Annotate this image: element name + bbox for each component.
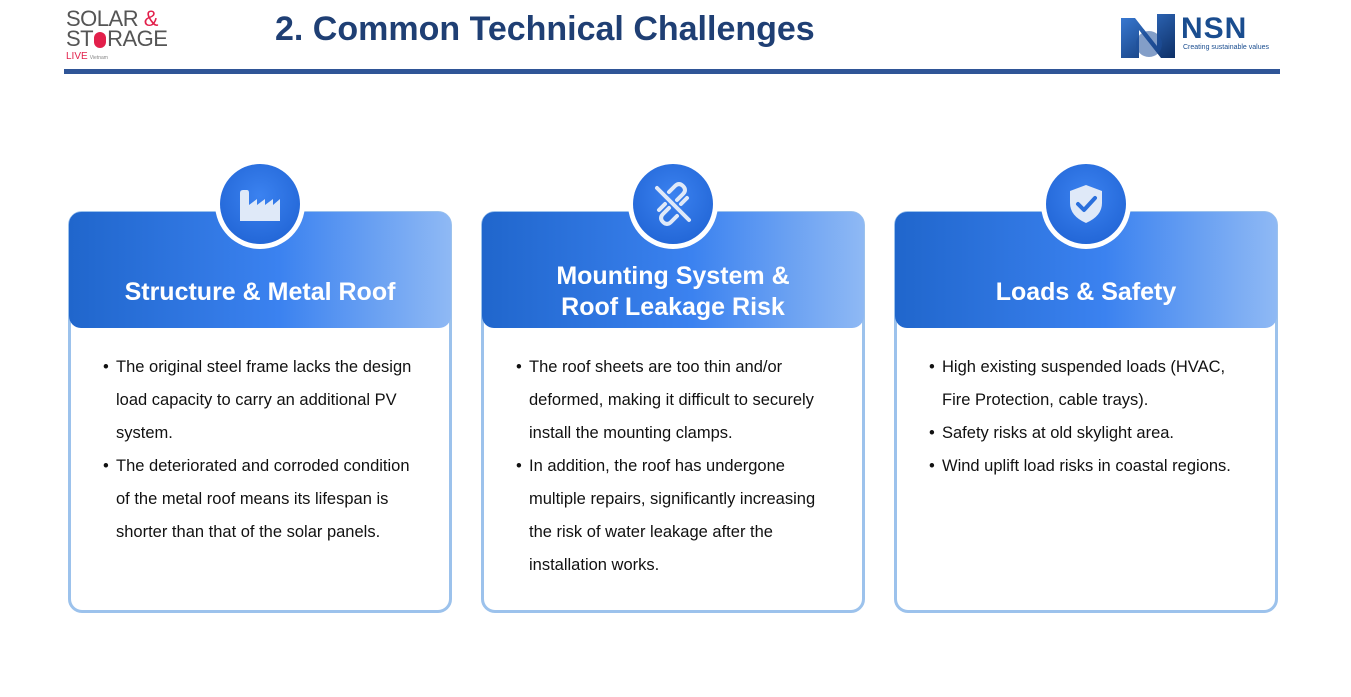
challenge-card-mounting: Mounting System & Roof Leakage Risk The … bbox=[481, 159, 865, 613]
card-title: Mounting System & Roof Leakage Risk bbox=[556, 261, 789, 323]
bullet-item: The roof sheets are too thin and/or defo… bbox=[516, 351, 840, 450]
card-header: Mounting System & Roof Leakage Risk bbox=[482, 159, 864, 328]
card-title-line: Roof Leakage Risk bbox=[561, 293, 785, 321]
bullet-item: Safety risks at old skylight area. bbox=[929, 417, 1253, 450]
nsn-logo: NSN Creating sustainable values bbox=[1119, 10, 1279, 62]
card-icon-badge bbox=[1041, 159, 1131, 249]
bullet-item: The deteriorated and corroded condition … bbox=[103, 450, 427, 549]
card-body: The roof sheets are too thin and/or defo… bbox=[516, 351, 840, 582]
card-header: Structure & Metal Roof bbox=[69, 159, 451, 328]
card-title-line: Mounting System & bbox=[556, 262, 790, 290]
logo-subtext: Vietnam bbox=[89, 55, 108, 61]
challenge-card-structure: Structure & Metal Roof The original stee… bbox=[68, 159, 452, 613]
logo-ampersand: & bbox=[143, 6, 159, 31]
page-title: 2. Common Technical Challenges bbox=[275, 10, 815, 48]
nsn-wordmark: NSN bbox=[1181, 12, 1248, 45]
logo-word-live: LIVE bbox=[66, 51, 88, 62]
card-title: Structure & Metal Roof bbox=[124, 277, 396, 306]
nsn-tagline: Creating sustainable values bbox=[1183, 44, 1269, 51]
card-header: Loads & Safety bbox=[895, 159, 1277, 328]
broken-link-icon bbox=[655, 182, 691, 226]
nsn-globe-icon bbox=[1121, 14, 1175, 58]
bullet-item: In addition, the roof has undergone mult… bbox=[516, 450, 840, 582]
bullet-item: Wind uplift load risks in coastal region… bbox=[929, 450, 1253, 483]
shield-check-icon bbox=[1070, 185, 1102, 223]
bullet-item: High existing suspended loads (HVAC, Fir… bbox=[929, 351, 1253, 417]
card-title: Loads & Safety bbox=[995, 277, 1177, 306]
logo-word-solar: SOLAR bbox=[66, 6, 139, 31]
logo-red-dot bbox=[94, 32, 107, 48]
header-divider bbox=[64, 69, 1280, 74]
card-body: The original steel frame lacks the desig… bbox=[103, 351, 427, 549]
card-icon-badge bbox=[215, 159, 305, 249]
factory-icon bbox=[240, 190, 280, 221]
bullet-item: The original steel frame lacks the desig… bbox=[103, 351, 427, 450]
logo-word-st: ST bbox=[66, 26, 94, 51]
card-body: High existing suspended loads (HVAC, Fir… bbox=[929, 351, 1253, 483]
card-icon-badge bbox=[628, 159, 718, 249]
logo-word-rage: RAGE bbox=[107, 26, 168, 51]
challenge-card-safety: Loads & Safety High existing suspended l… bbox=[894, 159, 1278, 613]
